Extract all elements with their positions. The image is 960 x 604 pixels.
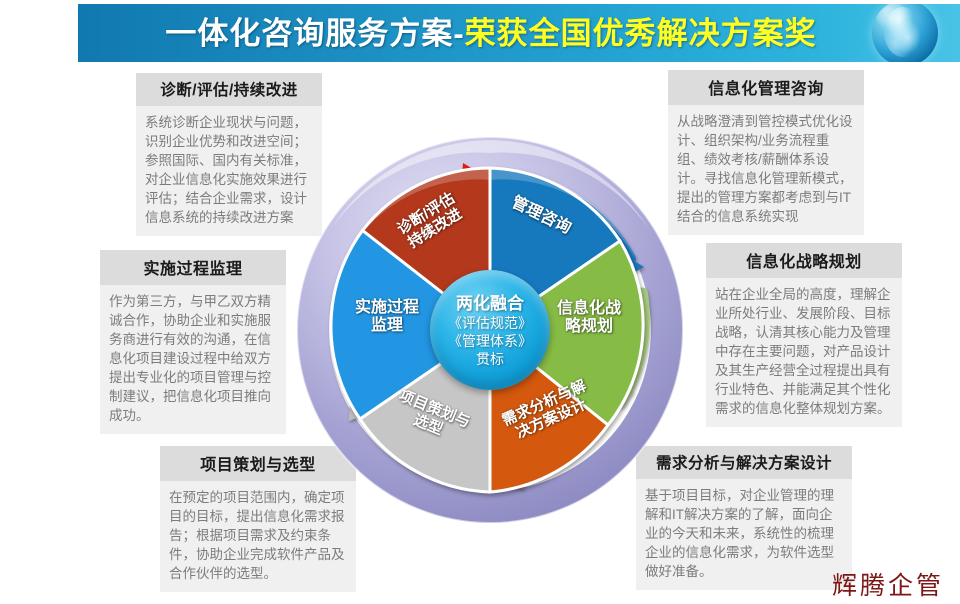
page-title-primary: 一体化咨询服务方案-	[165, 15, 465, 51]
segment-strategy[interactable]	[487, 238, 645, 428]
card-diagnosis-body: 系统诊断企业现状与问题，识别企业优势和改进空间；参照国际、国内有关标准，对企业信…	[145, 115, 307, 225]
cycle-wheel-diagram: 诊断/评估 持续改进 管理咨询 信息化战 略规划 需求分析与解 决方案设计 项目…	[293, 133, 687, 527]
card-implementation-supervision-body: 作为第三方，与甲乙双方精诚合作，协助企业和实施服务商进行有效的沟通，在信息化项目…	[109, 294, 271, 423]
hub-line-3: 《管理体系》	[448, 332, 532, 349]
card-demand-analysis: 需求分析与解决方案设计 基于项目目标，对企业管理的理解和IT解决方案的了解，面向…	[636, 446, 852, 590]
hub-line-1: 两化融合	[456, 293, 524, 313]
segment-supervision[interactable]	[329, 228, 493, 422]
title-banner-inner: 一体化咨询服务方案-荣获全国优秀解决方案奖	[78, 4, 960, 62]
hub-line-2: 《评估规范》	[448, 314, 532, 331]
card-implementation-supervision: 实施过程监理 作为第三方，与甲乙双方精诚合作，协助企业和实施服务商进行有效的沟通…	[100, 250, 286, 434]
card-project-planning-body: 在预定的项目范围内，确定项目的目标，提出信息化需求报告；根据项目需求及约束条件，…	[169, 490, 345, 581]
card-demand-analysis-title: 需求分析与解决方案设计	[636, 446, 852, 479]
cycle-wheel-svg	[296, 136, 684, 524]
card-it-management-consulting-body: 从战略澄清到管控模式优化设计、组织架构/业务流程重组、绩效考核/薪酬体系设计。寻…	[677, 114, 853, 224]
card-strategy-planning-title: 信息化战略规划	[706, 243, 902, 278]
card-it-management-consulting-title: 信息化管理咨询	[668, 70, 864, 105]
hub-line-4: 贯标	[476, 350, 504, 367]
card-demand-analysis-body: 基于项目目标，对企业管理的理解和IT解决方案的了解，面向企业的今天和未来，系统性…	[645, 488, 834, 579]
title-banner: 一体化咨询服务方案-荣获全国优秀解决方案奖	[78, 4, 960, 62]
card-it-management-consulting: 信息化管理咨询 从战略澄清到管控模式优化设计、组织架构/业务流程重组、绩效考核/…	[668, 70, 864, 235]
card-project-planning: 项目策划与选型 在预定的项目范围内，确定项目的目标，提出信息化需求报告；根据项目…	[160, 446, 356, 592]
page-title: 一体化咨询服务方案-荣获全国优秀解决方案奖	[165, 18, 816, 49]
card-project-planning-title: 项目策划与选型	[160, 446, 356, 481]
card-strategy-planning-body: 站在企业全局的高度，理解企业所处行业、发展阶段、目标战略，认清其核心能力及管理中…	[715, 287, 891, 416]
card-implementation-supervision-title: 实施过程监理	[100, 250, 286, 285]
watermark-logo: 辉腾企管	[831, 573, 944, 600]
wheel-center-hub: 两化融合 《评估规范》 《管理体系》 贯标	[430, 270, 550, 390]
page-title-award: 荣获全国优秀解决方案奖	[464, 15, 817, 51]
card-strategy-planning: 信息化战略规划 站在企业全局的高度，理解企业所处行业、发展阶段、目标战略，认清其…	[706, 243, 902, 427]
card-diagnosis-title: 诊断/评估/持续改进	[136, 73, 322, 106]
globe-icon	[872, 4, 938, 62]
card-diagnosis: 诊断/评估/持续改进 系统诊断企业现状与问题，识别企业优势和改进空间；参照国际、…	[136, 73, 322, 236]
